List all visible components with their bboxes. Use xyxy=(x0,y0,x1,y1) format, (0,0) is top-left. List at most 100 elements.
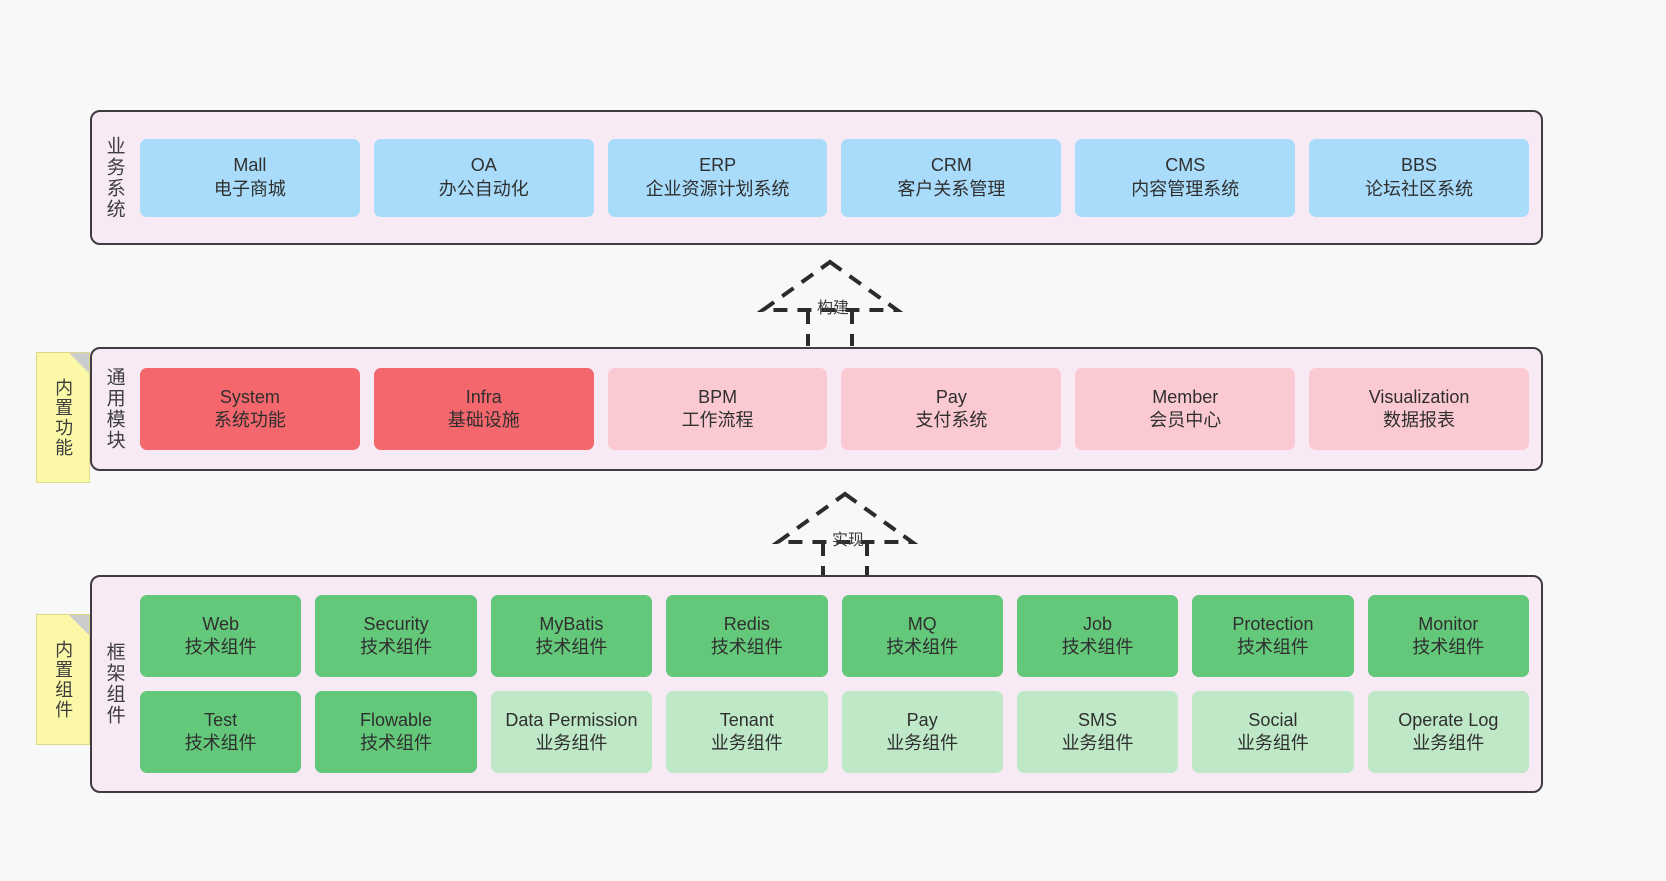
layer-title-modules: 通用模块 xyxy=(103,367,125,451)
card-title: Operate Log xyxy=(1398,709,1499,730)
card-title: Redis xyxy=(723,613,770,634)
card-protection[interactable]: Protection 技术组件 xyxy=(1192,595,1354,677)
card-subtitle: 技术组件 xyxy=(1412,637,1485,657)
card-subtitle: 基础设施 xyxy=(447,410,520,430)
card-visualization[interactable]: Visualization 数据报表 xyxy=(1309,368,1529,450)
card-monitor[interactable]: Monitor 技术组件 xyxy=(1367,595,1529,677)
card-subtitle: 技术组件 xyxy=(184,733,257,753)
card-subtitle: 技术组件 xyxy=(360,733,433,753)
card-operate-log[interactable]: Operate Log 业务组件 xyxy=(1367,691,1529,773)
card-title: Member xyxy=(1152,386,1219,407)
sticky-note-builtin-components: 内置组件 xyxy=(36,614,90,745)
card-title: Web xyxy=(202,613,240,634)
card-title: MyBatis xyxy=(539,613,604,634)
card-title: BBS xyxy=(1401,155,1438,176)
card-subtitle: 业务组件 xyxy=(1236,733,1309,753)
card-redis[interactable]: Redis 技术组件 xyxy=(666,595,828,677)
card-subtitle: 工作流程 xyxy=(681,410,754,430)
card-title: BPM xyxy=(698,386,738,407)
card-row: Test 技术组件 Flowable 技术组件 Data Permission 业务组件 T… xyxy=(140,691,1529,773)
sticky-note-label: 内置组件 xyxy=(53,639,74,720)
card-job[interactable]: Job 技术组件 xyxy=(1016,595,1179,677)
connector-label-build: 构建 xyxy=(817,300,850,317)
generalization-triangle-build xyxy=(756,259,904,312)
card-title: CRM xyxy=(930,155,972,176)
card-title: Social xyxy=(1248,709,1298,730)
connector-build: 构建 xyxy=(755,258,905,346)
generalization-stem-build xyxy=(806,310,854,346)
card-subtitle: 会员中心 xyxy=(1149,410,1222,430)
card-title: Infra xyxy=(465,386,502,407)
sticky-note-label: 内置功能 xyxy=(53,377,74,458)
card-title: Tenant xyxy=(719,709,774,730)
card-subtitle: 技术组件 xyxy=(1236,637,1309,657)
card-subtitle: 技术组件 xyxy=(886,637,959,657)
card-title: Flowable xyxy=(360,709,433,730)
card-title: System xyxy=(219,386,280,407)
card-subtitle: 办公自动化 xyxy=(438,178,529,199)
card-title: Security xyxy=(363,613,429,634)
card-title: Test xyxy=(204,709,238,730)
card-social[interactable]: Social 业务组件 xyxy=(1192,691,1354,773)
card-title: Monitor xyxy=(1418,613,1479,634)
card-test[interactable]: Test 技术组件 xyxy=(140,691,302,773)
card-system[interactable]: System 系统功能 xyxy=(140,368,360,450)
card-subtitle: 技术组件 xyxy=(535,637,608,657)
connector-label-implement: 实现 xyxy=(832,532,865,549)
layer-title-framework: 框架组件 xyxy=(103,642,125,726)
card-web[interactable]: Web 技术组件 xyxy=(140,595,302,677)
card-subtitle: 企业资源计划系统 xyxy=(645,178,790,199)
page-fold-icon xyxy=(69,615,89,635)
card-data-permission[interactable]: Data Permission 业务组件 xyxy=(490,691,653,773)
card-subtitle: 业务组件 xyxy=(535,733,608,753)
card-subtitle: 系统功能 xyxy=(213,410,286,430)
card-title: Protection xyxy=(1232,613,1314,634)
card-title: Pay xyxy=(906,709,938,730)
card-subtitle: 业务组件 xyxy=(1061,733,1134,753)
layer-title-business: 业务系统 xyxy=(103,135,125,220)
card-subtitle: 技术组件 xyxy=(710,637,783,657)
card-title: OA xyxy=(470,155,497,176)
card-subtitle: 技术组件 xyxy=(1061,637,1134,657)
generalization-stem-implement xyxy=(821,542,869,578)
card-subtitle: 业务组件 xyxy=(1412,733,1485,753)
card-title: MQ xyxy=(907,613,937,634)
card-mybatis[interactable]: MyBatis 技术组件 xyxy=(490,595,653,677)
card-infra[interactable]: Infra 基础设施 xyxy=(373,368,594,450)
card-subtitle: 支付系统 xyxy=(915,410,988,430)
card-title: Visualization xyxy=(1368,386,1470,407)
connector-implement: 实现 xyxy=(770,490,920,578)
card-subtitle: 数据报表 xyxy=(1383,410,1456,430)
generalization-triangle-implement xyxy=(771,491,919,544)
card-title: Job xyxy=(1083,613,1113,634)
page-fold-icon xyxy=(69,353,89,373)
card-subtitle: 论坛社区系统 xyxy=(1365,178,1474,199)
card-title: Mall xyxy=(233,155,267,176)
card-bpm[interactable]: BPM 工作流程 xyxy=(607,368,828,450)
card-title: Data Permission xyxy=(505,709,638,730)
card-flowable[interactable]: Flowable 技术组件 xyxy=(315,691,477,773)
card-mq[interactable]: MQ 技术组件 xyxy=(841,595,1003,677)
card-subtitle: 技术组件 xyxy=(184,637,257,657)
card-subtitle: 客户关系管理 xyxy=(897,178,1006,199)
card-title: ERP xyxy=(699,155,737,176)
card-member[interactable]: Member 会员中心 xyxy=(1075,368,1296,450)
